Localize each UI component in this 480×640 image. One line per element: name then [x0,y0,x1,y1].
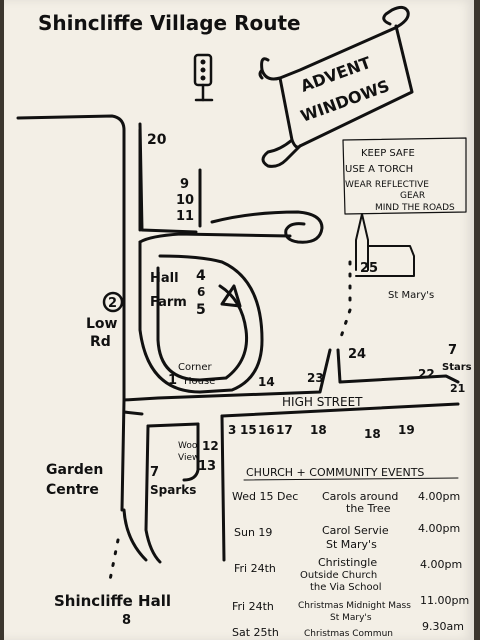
window-14: 14 [258,375,275,389]
safety-line-4: GEAR [400,191,425,201]
corner-house-label-2: House [184,376,215,387]
event-2-desc-1: Carol Servie [322,524,389,537]
hall-farm-label-1: Hall [150,271,179,286]
traffic-light-icon [193,53,214,102]
sparks-label: Sparks [150,483,196,497]
safety-notes-box: KEEP SAFE USE A TORCH WEAR REFLECTIVE GE… [342,137,467,215]
event-4-desc-2: St Mary's [330,613,372,623]
window-3: 3 [228,423,236,437]
event-5-day: Sat 25th [232,626,279,639]
hall-farm-label-2: Farm [150,295,187,310]
window-numbers: 20 9 10 11 2 4 6 5 1 25 24 14 23 22 7 21… [108,132,465,628]
window-20: 20 [147,132,167,148]
window-2-marker [102,291,124,313]
event-5-desc-1: Christmas Commun [304,629,393,639]
corner-house-label-1: Corner [178,362,213,373]
low-rd-label-1: Low [86,316,118,332]
map-title: Shincliffe Village Route [38,11,301,35]
event-3-time: 4.00pm [420,558,462,571]
window-23: 23 [307,371,324,385]
event-4-desc-1: Christmas Midnight Mass [298,601,411,611]
window-1: 1 [168,373,177,388]
window-7-stars: 7 [448,343,457,358]
window-25: 25 [360,261,378,276]
st-marys-label: St Mary's [388,290,434,301]
window-2: 2 [108,296,117,311]
window-5: 5 [196,302,206,318]
window-6: 6 [197,285,205,299]
event-2-desc-2: St Mary's [326,538,377,551]
window-21: 21 [450,382,465,395]
window-9: 9 [180,177,189,192]
event-4-day: Fri 24th [232,600,274,613]
window-7-sparks: 7 [150,465,159,480]
stars-label: Stars [442,362,472,373]
window-13: 13 [198,459,216,474]
window-8: 8 [122,613,131,628]
low-rd-label-2: Rd [90,334,111,350]
wool-view-label-2: View [178,453,199,463]
window-11: 11 [176,209,194,224]
event-1-desc-2: the Tree [346,502,391,515]
event-3-desc-2: Outside Church [300,570,377,581]
event-3-desc-1: Christingle [318,556,377,569]
event-3-desc-3: the Via School [310,582,382,593]
window-18-b: 18 [364,427,381,441]
safety-line-3: WEAR REFLECTIVE [345,180,429,190]
church-icon [355,213,415,277]
event-1-time: 4.00pm [418,490,460,503]
place-labels: Hall Farm Corner House St Mary's Low Rd … [46,271,472,610]
window-18-a: 18 [310,423,327,437]
events-heading: CHURCH + COMMUNITY EVENTS [246,466,424,479]
wool-view-label-1: Wool [178,441,200,451]
window-10: 10 [176,193,194,208]
window-16: 16 [258,423,275,437]
safety-line-2: USE A TORCH [345,164,413,175]
garden-centre-label-1: Garden [46,462,103,478]
window-24: 24 [348,347,366,362]
window-12: 12 [202,439,219,453]
safety-line-5: MIND THE ROADS [375,203,455,213]
window-15: 15 [240,423,257,437]
safety-line-1: KEEP SAFE [361,148,415,159]
window-4: 4 [196,268,206,284]
event-1-desc-1: Carols around [322,490,398,503]
event-1-day: Wed 15 Dec [232,490,298,503]
window-17: 17 [276,423,293,437]
event-2-day: Sun 19 [234,526,272,539]
roads [16,114,460,582]
window-19: 19 [398,423,415,437]
event-2-time: 4.00pm [418,522,460,535]
event-4-time: 11.00pm [420,594,469,607]
events-section: CHURCH + COMMUNITY EVENTS Wed 15 Dec Car… [232,466,469,639]
high-street-label: HIGH STREET [282,395,363,409]
window-22: 22 [418,367,435,381]
event-3-day: Fri 24th [234,562,276,575]
shincliffe-hall-label: Shincliffe Hall [54,592,171,610]
garden-centre-label-2: Centre [46,482,99,498]
paper-sheet [4,0,474,640]
event-5-time: 9.30am [422,620,464,633]
